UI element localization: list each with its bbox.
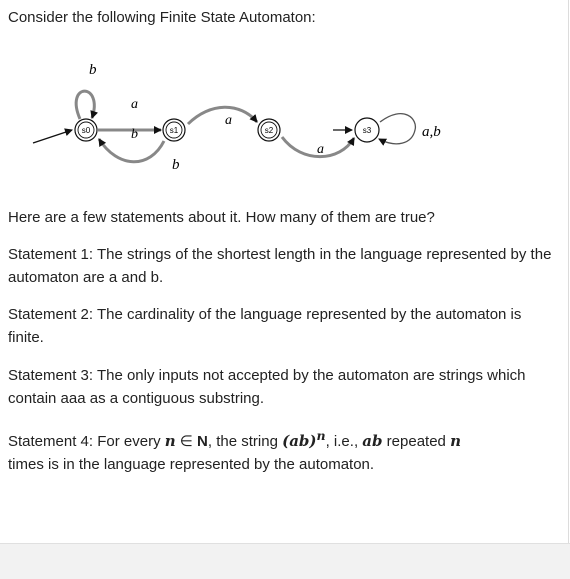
statement-4-repeated: repeated: [382, 433, 451, 450]
statement-4: Statement 4: For every n ∈ N, the string…: [8, 424, 553, 476]
statement-4-ab-power: (ab): [282, 432, 317, 450]
s3-self-loop: [378, 113, 416, 146]
s0-loop-label: b: [89, 62, 97, 78]
s0-self-loop: [74, 89, 99, 120]
state-s0: s0: [74, 118, 98, 142]
statement-1: Statement 1: The strings of the shortest…: [8, 246, 552, 286]
edge-s0-s1-lower-label: b: [131, 127, 138, 142]
statement-4-ie: , i.e.,: [325, 433, 363, 450]
initial-arrow: [32, 128, 73, 144]
edge-s1-s0-label: b: [172, 157, 180, 173]
statement-2: Statement 2: The cardinality of the lang…: [8, 306, 522, 346]
state-s1: s1: [162, 118, 186, 142]
s3-loop-label: a,b: [422, 124, 441, 140]
state-s1-label: s1: [170, 126, 179, 135]
statement-4-prefix: Statement 4: For every: [8, 433, 165, 450]
footer-bar: [0, 543, 570, 579]
statement-4-n2: n: [450, 432, 461, 450]
state-s2: s2: [257, 118, 281, 142]
edge-s0-s1-upper-label: a: [131, 97, 138, 112]
question-text: Here are a few statements about it. How …: [8, 209, 435, 226]
state-s0-label: s0: [82, 126, 91, 135]
statement-4-n: n: [164, 432, 176, 450]
edge-s1-s2-label: a: [225, 113, 232, 128]
intro-text: Consider the following Finite State Auto…: [8, 9, 316, 26]
statement-3: Statement 3: The only inputs not accepte…: [8, 367, 526, 407]
state-s2-label: s2: [265, 126, 274, 135]
edge-s2-s3: [280, 136, 356, 159]
edge-s2-s3-label: a: [317, 142, 324, 157]
statement-4-suffix: times is in the language represented by …: [8, 456, 375, 473]
fsa-diagram: b a b b a a a,b s0 s1 s2: [32, 62, 441, 173]
statement-4-mid: , the string: [207, 433, 283, 450]
statement-4-in: ∈: [175, 433, 198, 450]
statement-4-ab: ab: [362, 432, 383, 450]
edge-s1-s2: [186, 105, 259, 126]
state-s3: s3: [354, 117, 380, 143]
state-s3-label: s3: [363, 126, 372, 135]
question-panel: Consider the following Finite State Auto…: [8, 0, 569, 543]
edge-s1-s0: [97, 138, 166, 164]
statement-4-naturals: N: [197, 433, 208, 450]
statement-4-exponent: n: [316, 428, 326, 443]
